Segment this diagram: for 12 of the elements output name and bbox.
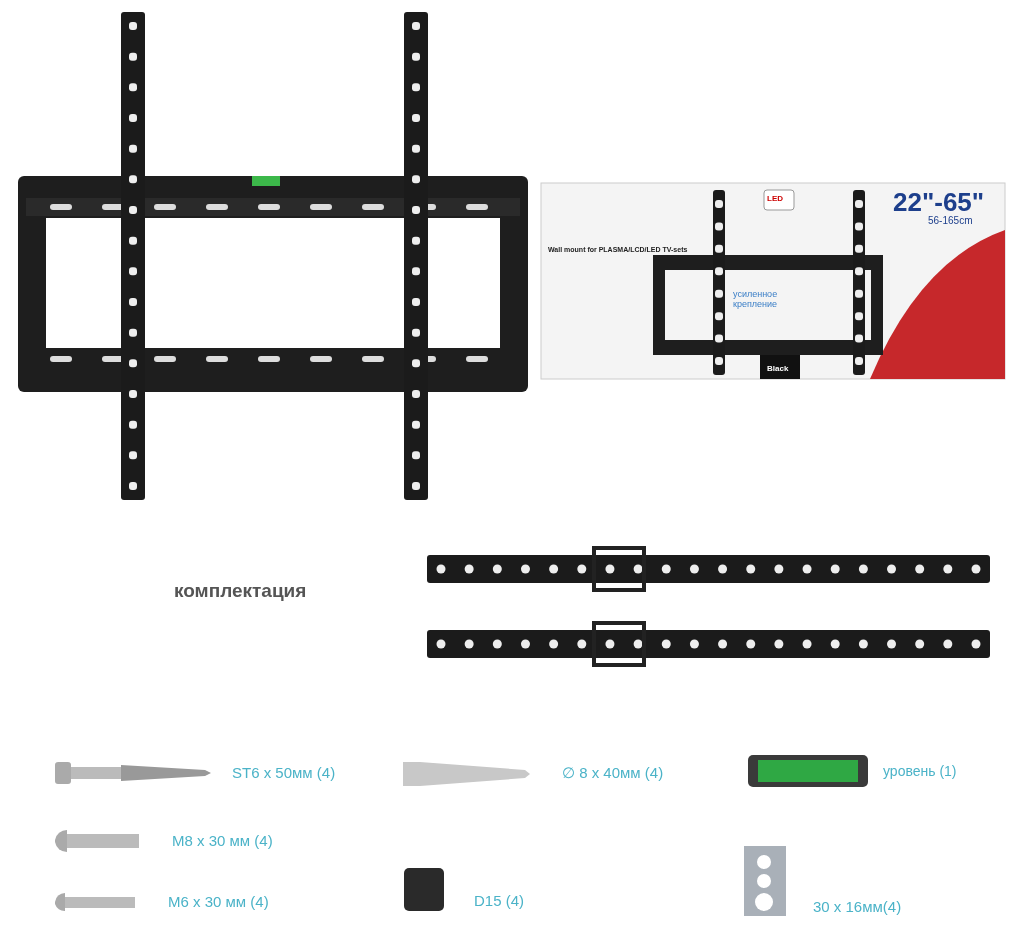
part-label: ∅ 8 x 40мм (4) (562, 765, 664, 782)
package-text: 22"-65" (893, 188, 985, 217)
part-label: M6 x 30 мм (4) (168, 894, 269, 911)
package-text: LED (767, 195, 783, 204)
package-text: Black (767, 365, 789, 374)
part-label: 30 x 16мм(4) (813, 899, 902, 916)
package-text: 56-165cm (928, 215, 973, 226)
section-heading: комплектация (174, 581, 307, 602)
part-label: M8 x 30 мм (4) (172, 833, 273, 850)
part-label: ST6 x 50мм (4) (232, 765, 336, 782)
part-label: уровень (1) (883, 764, 957, 780)
part-label: D15 (4) (474, 893, 525, 910)
